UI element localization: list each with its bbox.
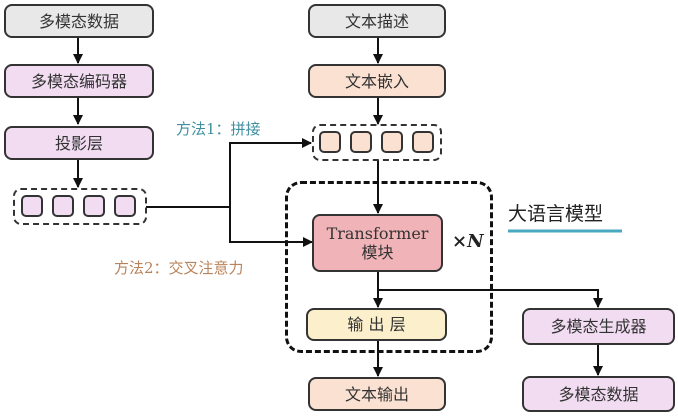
multimodal-generator: 多模态生成器 <box>522 308 675 345</box>
text-description-input: 文本描述 <box>308 4 446 38</box>
multimodal-data-input: 多模态数据 <box>4 4 154 38</box>
transformer-sublabel: 模块 <box>361 243 394 262</box>
method1-label: 方法1：拼接 <box>176 120 261 138</box>
transformer-block: Transformer 模块 <box>312 214 443 272</box>
text-embedding: 文本嵌入 <box>308 64 446 98</box>
arrow-method1-concat <box>229 138 312 207</box>
box-label: 文本嵌入 <box>344 71 409 91</box>
method2-label: 方法2：交叉注意力 <box>114 259 244 277</box>
transformer-label: Transformer <box>326 224 429 243</box>
projection-layer: 投影层 <box>4 126 154 160</box>
output-layer: 输 出 层 <box>306 308 447 341</box>
llm-container <box>285 181 493 353</box>
repeat-n-label: ×N <box>452 231 484 252</box>
text-output: 文本输出 <box>308 377 446 411</box>
text-token <box>412 131 434 153</box>
box-label: 多模态编码器 <box>30 71 127 91</box>
multimodal-token <box>83 195 105 217</box>
arrow-method2-crossattn <box>229 207 313 247</box>
multimodal-encoder: 多模态编码器 <box>4 64 154 98</box>
box-label: 多模态数据 <box>558 384 639 404</box>
multimodal-token-group <box>13 188 147 225</box>
llm-title: 大语言模型 <box>508 203 604 225</box>
text-token <box>319 131 341 153</box>
multimodal-token <box>114 195 136 217</box>
box-label: 文本描述 <box>344 11 409 31</box>
box-label: 多模态数据 <box>38 11 119 31</box>
multimodal-token <box>21 195 43 217</box>
text-token <box>381 131 403 153</box>
multimodal-data-output: 多模态数据 <box>522 376 675 412</box>
multimodal-token <box>52 195 74 217</box>
box-label: 多模态生成器 <box>550 317 647 336</box>
box-label: 投影层 <box>54 133 103 153</box>
text-token <box>350 131 372 153</box>
box-label: 输 出 层 <box>347 315 406 334</box>
text-token-group <box>312 124 442 161</box>
arrow-to-generator <box>378 289 603 308</box>
box-label: 文本输出 <box>344 384 409 404</box>
